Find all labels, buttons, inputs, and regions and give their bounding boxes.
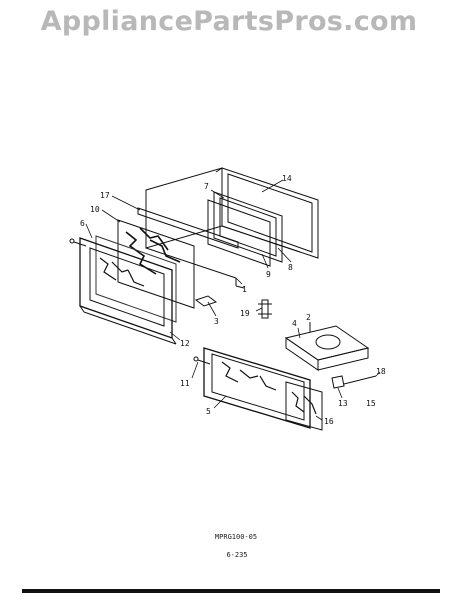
drawer-panel-part — [285, 381, 323, 431]
callout-8: 8 — [288, 263, 293, 272]
broiler-pan-part — [284, 325, 370, 371]
rod-part — [343, 375, 377, 385]
callout-12: 12 — [180, 339, 190, 348]
lower-drawer-part — [203, 347, 311, 429]
callout-3: 3 — [214, 317, 219, 326]
page-number: 6-235 — [226, 551, 248, 559]
screw-11-part — [193, 356, 211, 365]
callout-14: 14 — [282, 174, 292, 183]
door-liner-part — [145, 167, 301, 289]
watermark-logo-text: AppliancePartsPros.com — [40, 6, 418, 37]
bracket-part — [194, 295, 218, 307]
footer-rule — [22, 589, 440, 593]
model-number: MPRG100-05 — [214, 533, 258, 541]
callout-19: 19 — [240, 309, 250, 318]
callout-9: 9 — [266, 270, 271, 279]
callout-6: 6 — [80, 219, 85, 228]
screw-part — [69, 238, 87, 247]
callout-10: 10 — [90, 205, 100, 214]
callout-15: 15 — [366, 399, 376, 408]
outer-door-part — [79, 237, 177, 345]
inner-frame-parts — [207, 191, 283, 267]
insulation-part — [117, 219, 195, 309]
callout-5: 5 — [206, 407, 211, 416]
door-glass-part — [95, 235, 177, 323]
callout-17: 17 — [100, 191, 110, 200]
gasket-part — [137, 207, 239, 249]
hinge-part — [258, 299, 272, 319]
callout-4: 4 — [292, 319, 297, 328]
callout-16: 16 — [324, 417, 334, 426]
callout-11: 11 — [180, 379, 190, 388]
callout-2: 2 — [306, 313, 311, 322]
clip-part — [331, 375, 345, 389]
callout-1: 1 — [242, 285, 247, 294]
callout-13: 13 — [338, 399, 348, 408]
callout-7: 7 — [204, 182, 209, 191]
callout-18: 18 — [376, 367, 386, 376]
